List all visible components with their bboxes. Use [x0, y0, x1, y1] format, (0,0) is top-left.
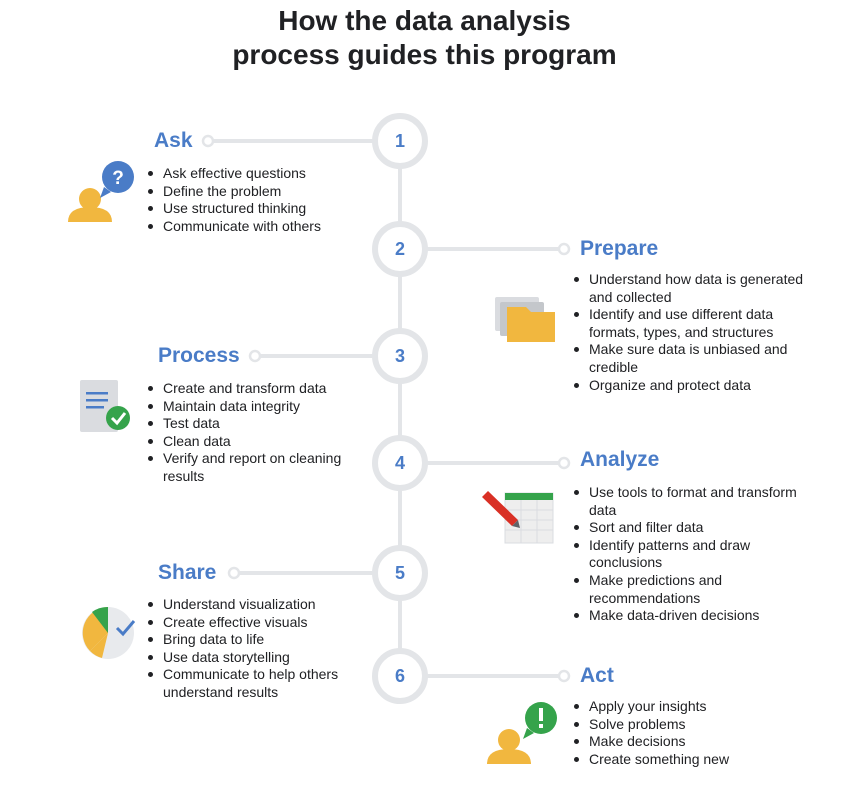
- step-circle-1: [372, 113, 428, 169]
- step-circle-6: [372, 648, 428, 704]
- pie-chart-icon: [82, 606, 136, 659]
- connector-dot-5: [227, 566, 241, 580]
- list-item: Understand how data is generated and col…: [572, 271, 812, 306]
- step-bullets-act: Apply your insights Solve problems Make …: [572, 698, 812, 768]
- title-line-2: process guides this program: [232, 39, 617, 70]
- list-item: Use data storytelling: [146, 649, 346, 667]
- list-item: Apply your insights: [572, 698, 812, 716]
- svg-text:?: ?: [112, 168, 124, 189]
- step-number-5: 5: [394, 563, 405, 583]
- step-heading-ask: Ask: [154, 129, 193, 152]
- list-item: Organize and protect data: [572, 377, 812, 395]
- connector-dot-2: [557, 242, 571, 256]
- list-item: Sort and filter data: [572, 519, 822, 537]
- step-circle-3: [372, 328, 428, 384]
- folder-icon: [495, 297, 555, 342]
- list-item: Identify patterns and draw conclusions: [572, 537, 822, 572]
- step-number-6: 6: [394, 666, 405, 686]
- list-item: Identify and use different data formats,…: [572, 306, 812, 341]
- step-circle-5: [372, 545, 428, 601]
- document-check-icon: [80, 380, 130, 432]
- connector-dot-3: [248, 349, 262, 363]
- step-heading-process: Process: [158, 344, 240, 367]
- list-item: Create and transform data: [146, 380, 346, 398]
- list-item: Bring data to life: [146, 631, 346, 649]
- list-item: Solve problems: [572, 716, 812, 734]
- list-item: Define the problem: [146, 183, 361, 201]
- list-item: Test data: [146, 415, 346, 433]
- list-item: Use structured thinking: [146, 200, 361, 218]
- step-circle-2: [372, 221, 428, 277]
- step-bullets-ask: Ask effective questions Define the probl…: [146, 165, 361, 235]
- list-item: Use tools to format and transform data: [572, 484, 822, 519]
- step-heading-act: Act: [580, 664, 614, 687]
- step-heading-share: Share: [158, 561, 217, 584]
- connector-dot-1: [201, 134, 215, 148]
- step-number-1: 1: [394, 131, 405, 151]
- list-item: Create effective visuals: [146, 614, 346, 632]
- step-circle-4: [372, 435, 428, 491]
- page-title: How the data analysis process guides thi…: [0, 4, 849, 72]
- step-heading-analyze: Analyze: [580, 448, 660, 471]
- list-item: Make predictions and recommendations: [572, 572, 822, 607]
- title-line-1: How the data analysis: [278, 5, 571, 36]
- connector-dot-4: [557, 456, 571, 470]
- list-item: Communicate to help others understand re…: [146, 666, 346, 701]
- list-item: Create something new: [572, 751, 812, 769]
- step-number-3: 3: [394, 346, 405, 366]
- step-bullets-prepare: Understand how data is generated and col…: [572, 271, 812, 394]
- step-heading-prepare: Prepare: [580, 237, 659, 260]
- exclamation-person-icon: [487, 702, 557, 764]
- connector-dot-6: [557, 669, 571, 683]
- step-bullets-share: Understand visualization Create effectiv…: [146, 596, 346, 702]
- list-item: Make sure data is unbiased and credible: [572, 341, 812, 376]
- list-item: Understand visualization: [146, 596, 346, 614]
- step-bullets-analyze: Use tools to format and transform data S…: [572, 484, 822, 625]
- list-item: Make decisions: [572, 733, 812, 751]
- list-item: Maintain data integrity: [146, 398, 346, 416]
- question-person-icon: ?: [68, 161, 134, 222]
- spreadsheet-pencil-icon: [482, 491, 554, 544]
- list-item: Clean data: [146, 433, 346, 451]
- list-item: Communicate with others: [146, 218, 361, 236]
- step-number-4: 4: [394, 453, 405, 473]
- list-item: Verify and report on cleaning results: [146, 450, 346, 485]
- list-item: Ask effective questions: [146, 165, 361, 183]
- step-bullets-process: Create and transform data Maintain data …: [146, 380, 346, 486]
- step-number-2: 2: [394, 239, 405, 259]
- list-item: Make data-driven decisions: [572, 607, 822, 625]
